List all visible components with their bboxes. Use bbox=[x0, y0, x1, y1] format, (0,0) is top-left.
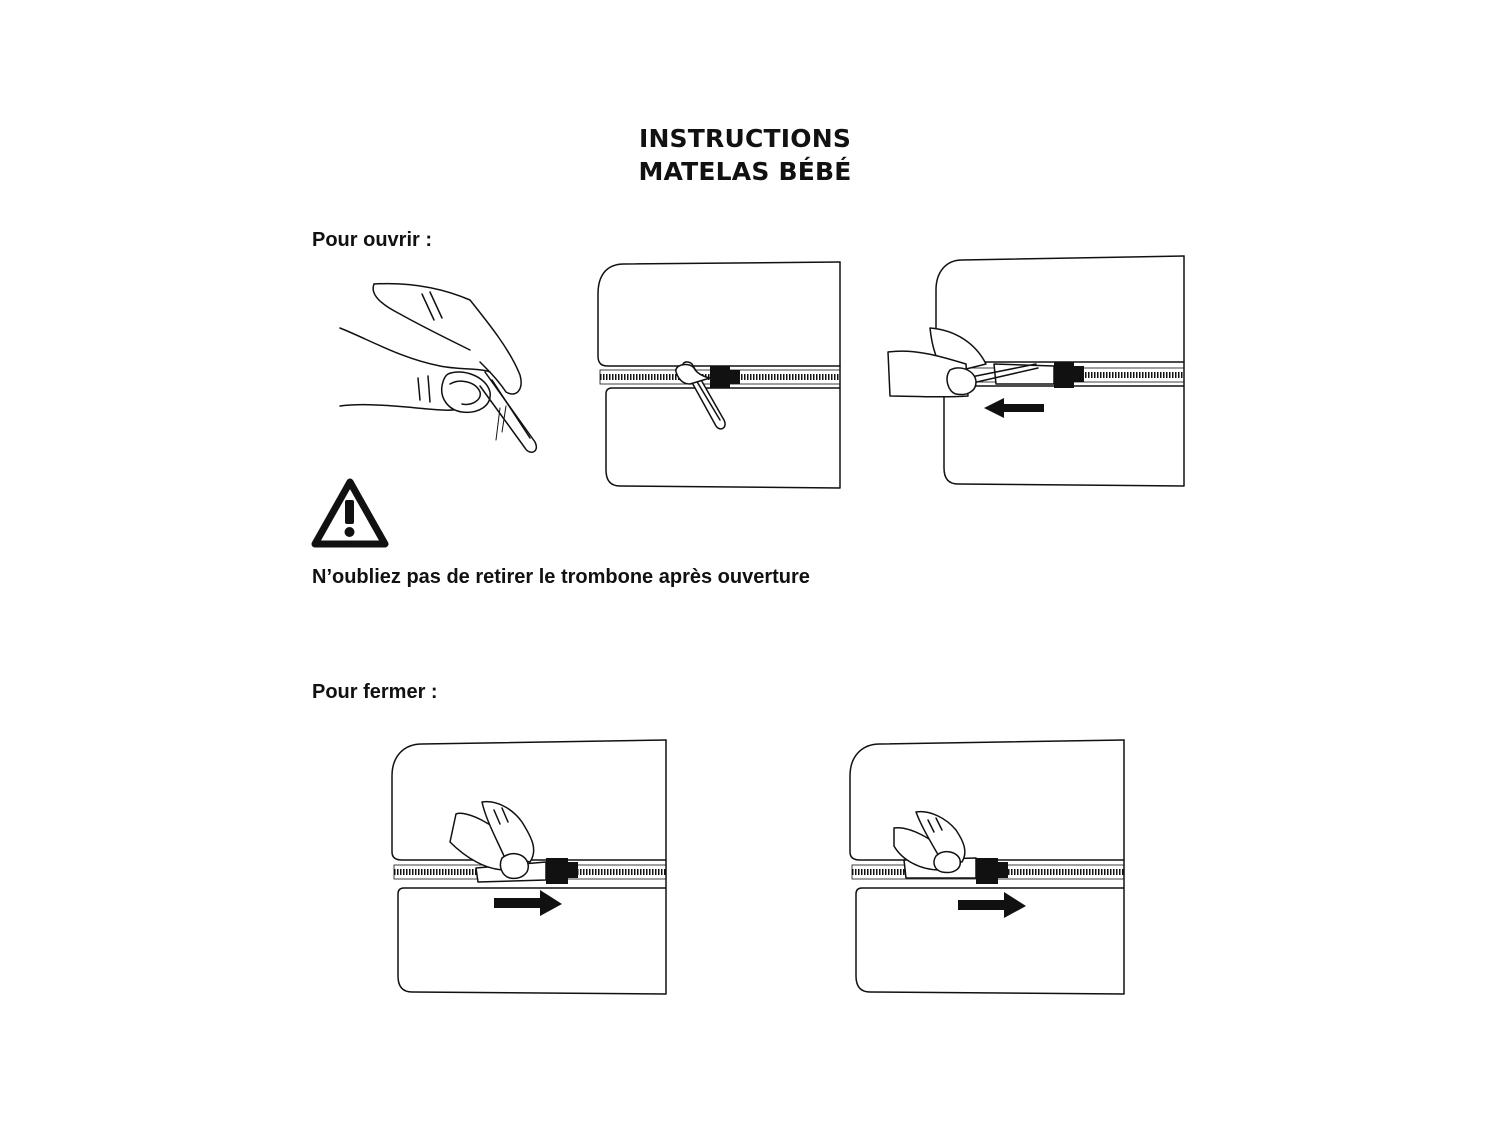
open-section-label: Pour ouvrir : bbox=[312, 229, 433, 251]
close-zipper-step2-illustration bbox=[849, 739, 1125, 995]
close-zipper-step1-illustration bbox=[391, 739, 667, 995]
warning-message: N’oubliez pas de retirer le trombone apr… bbox=[312, 566, 810, 588]
warning-triangle-icon bbox=[311, 478, 389, 548]
hand-holding-paperclip-illustration bbox=[339, 282, 537, 453]
page-title: INSTRUCTIONS MATELAS BÉBÉ bbox=[600, 122, 890, 188]
title-line-2: MATELAS BÉBÉ bbox=[638, 157, 852, 186]
close-section-label: Pour fermer : bbox=[312, 681, 438, 703]
pull-zipper-left-illustration bbox=[887, 255, 1185, 487]
title-line-1: INSTRUCTIONS bbox=[638, 124, 852, 153]
paperclip-in-zipper-illustration bbox=[597, 261, 841, 489]
